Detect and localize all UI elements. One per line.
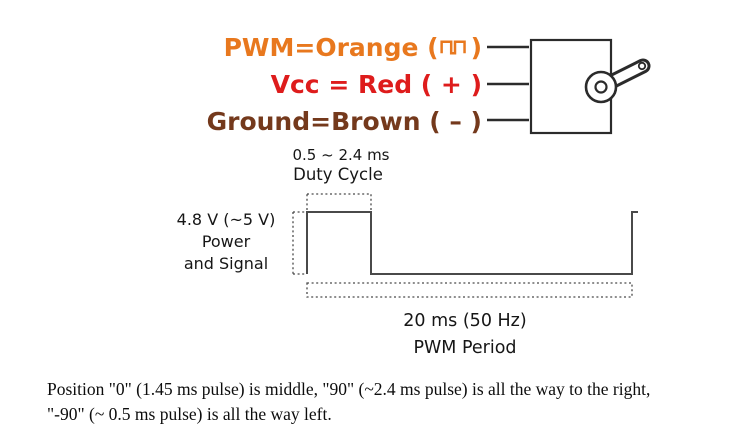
- servo-arm-hole: [637, 61, 647, 71]
- wiring-labels: PWM=Orange () Vcc = Red ( + ) Ground=Bro…: [207, 29, 482, 140]
- voltage-label: 4.8 V (~5 V) Power and Signal: [164, 209, 288, 275]
- servo-horn-hub: [594, 80, 608, 94]
- pwm-period-value: 20 ms (50 Hz): [403, 311, 527, 331]
- duty-cycle-range-label: 0.5 ~ 2.4 ms: [292, 146, 390, 164]
- pwm-wire-text: PWM=Orange (: [223, 33, 439, 62]
- voltage-value: 4.8 V (~5 V): [176, 210, 276, 229]
- voltage-signal: and Signal: [183, 254, 269, 273]
- voltage-power: Power: [201, 232, 251, 251]
- caption-line-2: "-90" (~ 0.5 ms pulse) is all the way le…: [47, 404, 332, 424]
- vcc-wire-label: Vcc = Red ( + ): [270, 70, 482, 99]
- position-caption: Position "0" (1.45 ms pulse) is middle, …: [47, 377, 650, 427]
- caption-line-1: Position "0" (1.45 ms pulse) is middle, …: [47, 379, 651, 399]
- ground-wire-label: Ground=Brown ( – ): [206, 107, 482, 136]
- waveform-trace: [306, 211, 638, 275]
- square-wave-icon: [439, 40, 466, 55]
- duty-cycle-label: Duty Cycle: [293, 165, 383, 184]
- pwm-period-label: PWM Period: [413, 338, 517, 358]
- pwm-wire-label: PWM=Orange (): [207, 29, 482, 66]
- pwm-wire-text-close: ): [470, 33, 482, 62]
- period-marker: [306, 282, 633, 298]
